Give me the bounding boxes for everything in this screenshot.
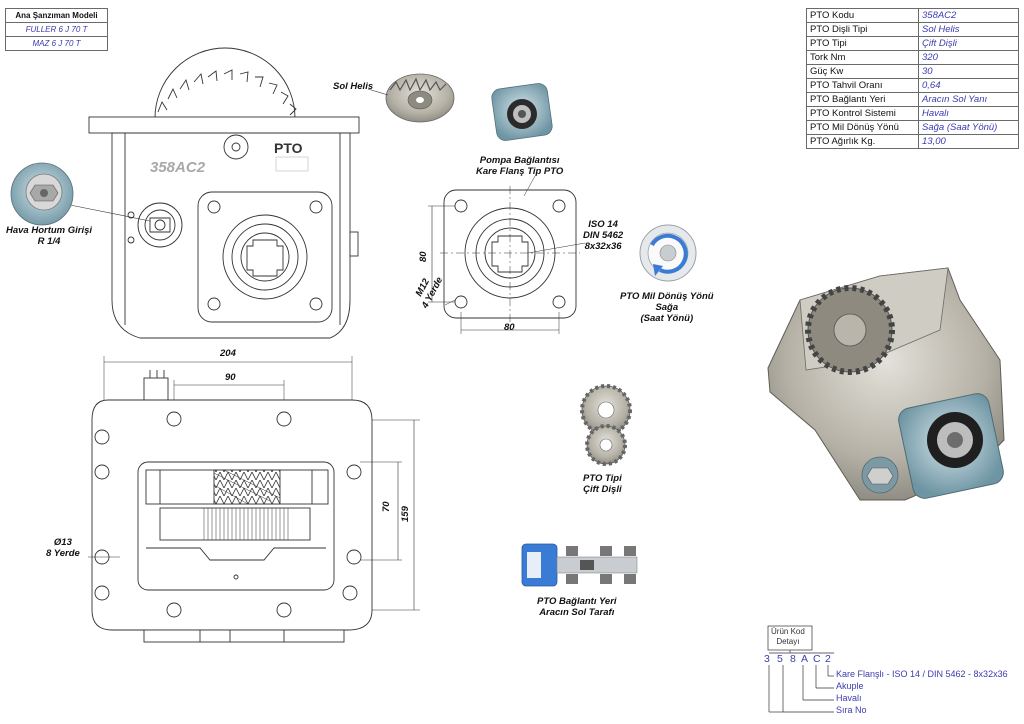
flange-drawing: [428, 175, 586, 334]
spec-key: PTO Tahvil Oranı: [806, 78, 919, 93]
air-hose-photo: [10, 162, 74, 226]
air-inlet-line1: Hava Hortum Girişi: [6, 225, 93, 236]
svg-text:PTO: PTO: [274, 140, 303, 156]
iso-line2: DIN 5462: [583, 230, 624, 241]
code-char: 3: [764, 653, 770, 665]
spec-key: PTO Tipi: [806, 36, 919, 51]
spec-key: PTO Dişli Tipi: [806, 22, 919, 37]
connection-location-label: PTO Bağlantı Yeri Aracın Sol Tarafı: [537, 596, 617, 618]
mounting-plate: [88, 116, 360, 134]
connection-location-line1: PTO Bağlantı Yeri: [537, 596, 617, 607]
hole-diameter-line2: 8 Yerde: [46, 548, 80, 559]
spec-value: 358AC2: [918, 8, 1019, 23]
spec-row: PTO Ağırlık Kg.13,00: [806, 134, 1019, 149]
spec-value: 320: [918, 50, 1019, 65]
iso-spec-label: ISO 14 DIN 5462 8x32x36: [583, 219, 623, 252]
dimension-70: 70: [381, 501, 392, 512]
air-inlet-label: Hava Hortum Girişi R 1/4: [6, 225, 92, 247]
code-char: 2: [825, 653, 831, 665]
code-detail-title-line1: Ürün Kod: [771, 627, 805, 636]
pto-render-photo: [767, 267, 1005, 501]
spec-value: Sağa (Saat Yönü): [918, 120, 1019, 135]
code-legend-item: Akuple: [836, 681, 864, 691]
top-gear-outline: [154, 47, 296, 119]
shaft-rotation-label: PTO Mil Dönüş Yönü Sağa (Saat Yönü): [620, 291, 714, 324]
housing-code-text: 358AC2: [150, 159, 206, 176]
spec-key: Tork Nm: [806, 50, 919, 65]
truck-schematic: [521, 543, 638, 587]
spec-value: Aracın Sol Yanı: [918, 92, 1019, 107]
spec-value: Çift Dişli: [918, 36, 1019, 51]
top-gear-teeth: [157, 69, 297, 116]
pump-flange-photo: [491, 83, 553, 141]
pump-connection-line2: Kare Flanş Tip PTO: [476, 166, 564, 177]
shaft-rotation-line1: PTO Mil Dönüş Yönü: [620, 291, 714, 302]
spec-value: 13,00: [918, 134, 1019, 149]
sol-helis-photo: [367, 73, 455, 123]
front-view: [69, 47, 360, 339]
pto-logo: PTO: [274, 140, 309, 172]
sol-helis-label: Sol Helis: [333, 81, 374, 92]
pump-connection-label: Pompa Bağlantısı Kare Flanş Tip PTO: [476, 155, 563, 177]
pto-type-line2: Çift Dişli: [583, 484, 622, 495]
gearbox-model-row: MAZ 6 J 70 T: [5, 36, 108, 51]
code-detail-title: Ürün Kod Detayı: [771, 627, 805, 647]
pto-type-label: PTO Tipi Çift Dişli: [583, 473, 622, 495]
hole-diameter-label: Ø13 8 Yerde: [46, 537, 80, 559]
shaft-rotation-line2: Sağa: [655, 302, 679, 313]
code-char: C: [813, 653, 821, 665]
spec-key: PTO Bağlantı Yeri: [806, 92, 919, 107]
spec-value: Sol Helis: [918, 22, 1019, 37]
dimension-159: 159: [400, 506, 411, 522]
code-legend-item: Havalı: [836, 693, 862, 703]
hole-diameter-line1: Ø13: [53, 537, 72, 548]
code-detail-title-line2: Detayı: [776, 637, 800, 646]
code-detail-lines: [767, 625, 834, 713]
code-char: 5: [777, 653, 783, 665]
spec-value: 0,64: [918, 78, 1019, 93]
flange-width-dimension: 80: [504, 322, 515, 333]
code-char: A: [801, 653, 809, 665]
shaft-rotation-line3: (Saat Yönü): [640, 313, 694, 324]
air-inlet-line2: R 1/4: [37, 236, 61, 247]
pto-type-line1: PTO Tipi: [583, 473, 622, 484]
double-gear-photo: [580, 384, 632, 466]
spec-key: PTO Ağırlık Kg.: [806, 134, 919, 149]
iso-line1: ISO 14: [588, 219, 618, 230]
gearbox-model-header: Ana Şanzıman Modeli: [5, 8, 108, 23]
spec-key: PTO Kontrol Sistemi: [806, 106, 919, 121]
flange-height-dimension: 80: [418, 251, 429, 262]
spec-value: Havalı: [918, 106, 1019, 121]
dimension-90: 90: [225, 372, 236, 383]
code-char: 8: [790, 653, 796, 665]
spec-key: PTO Mil Dönüş Yönü: [806, 120, 919, 135]
iso-line3: 8x32x36: [584, 241, 622, 252]
pump-connection-line1: Pompa Bağlantısı: [479, 155, 560, 166]
connection-location-line2: Aracın Sol Tarafı: [539, 607, 615, 618]
spec-value: 30: [918, 64, 1019, 79]
bottom-view: [88, 356, 420, 643]
rotation-badge: [639, 224, 697, 282]
spec-key: PTO Kodu: [806, 8, 919, 23]
code-legend-item: Kare Flanşlı - ISO 14 / DIN 5462 - 8x32x…: [836, 669, 1008, 679]
code-legend-item: Sıra No: [836, 705, 867, 715]
spec-key: Güç Kw: [806, 64, 919, 79]
gearbox-model-row: FULLER 6 J 70 T: [5, 22, 108, 37]
front-flange: [197, 191, 333, 323]
dimension-204: 204: [220, 348, 236, 359]
gearbox-model-table: Ana Şanzıman Modeli FULLER 6 J 70 T MAZ …: [5, 8, 108, 51]
